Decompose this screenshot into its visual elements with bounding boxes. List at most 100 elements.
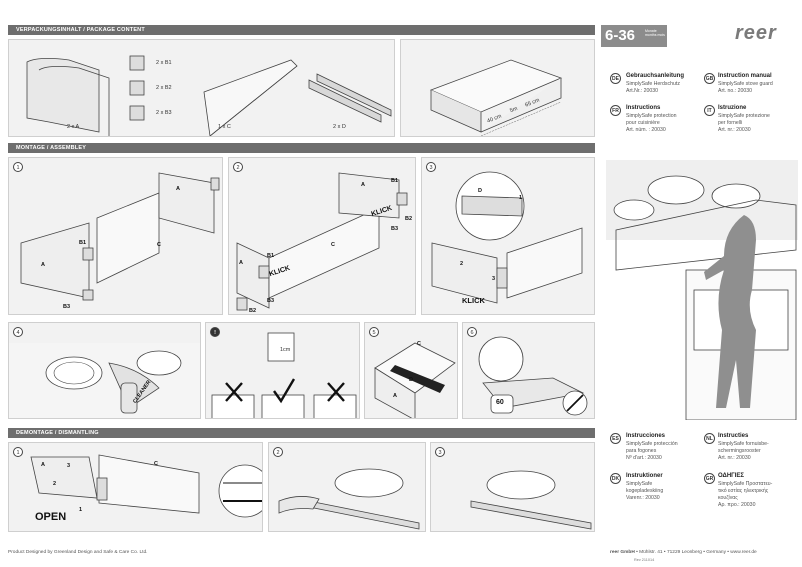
assembly-step-4-number: 4 xyxy=(13,327,23,337)
footer-address: • Mühlstr. 41 • 71229 Leonberg • Germany… xyxy=(634,550,757,555)
lang-title-fr: Instructions xyxy=(626,105,661,111)
part-label-c-s2: C xyxy=(331,242,335,248)
part-label-a2: A xyxy=(176,186,180,192)
part-label-b1-s2b: B1 xyxy=(391,178,399,184)
arrow-num-1-d1: 1 xyxy=(79,507,83,513)
part-label-c-d1: C xyxy=(154,461,158,467)
part-label-b1: B1 xyxy=(79,240,87,246)
lang-code-gr: GR xyxy=(704,473,715,484)
timer-label: 60 xyxy=(496,399,504,406)
assembly-step-5-number: 5 xyxy=(369,327,379,337)
lang-title-de: Gebrauchsanleitung xyxy=(626,73,685,79)
lang-line-es-2: para fogones xyxy=(626,448,657,454)
assembly-step-5-illustration xyxy=(374,342,456,418)
arrow-num-2-d1: 2 xyxy=(53,481,57,487)
part-label-b2-s2: B2 xyxy=(249,308,257,314)
dismantle-step-3-number: 3 xyxy=(435,447,445,457)
part-label-a-s2: A xyxy=(239,260,243,266)
lang-code-dk: DK xyxy=(610,473,621,484)
arrow-num-3-s3: 3 xyxy=(492,276,496,282)
package-panel: 2 x A 2 x B1 2 x B2 2 x B3 1 x C 2 x D xyxy=(8,39,395,137)
lang-title-es: Instrucciones xyxy=(626,433,666,439)
lang-line-gr-4: Αρ. προ.: 20030 xyxy=(718,502,756,508)
age-range: 6-36 xyxy=(605,27,636,44)
lang-line-gr-3: κουζίνας xyxy=(718,495,738,501)
package-label-d: 2 x D xyxy=(333,124,346,130)
lang-line-fr-1: SimplySafe protection xyxy=(626,113,677,119)
lang-line-gr-1: SimplySafe Προστατευ- xyxy=(718,481,773,487)
assembly-step-6-panel: 6 60 xyxy=(462,322,595,419)
lang-code-de: DE xyxy=(610,73,621,84)
assembly-step-4-panel: 4 CLEANER xyxy=(8,322,201,419)
dismantle-step-1-illustration xyxy=(30,454,262,518)
lang-line-dk-3: Varenr.: 20030 xyxy=(626,495,660,501)
dismantle-step-2-panel: 2 xyxy=(268,442,426,532)
package-label-a: 2 x A xyxy=(67,124,80,130)
lang-line-dk-1: SimplySafe xyxy=(626,481,653,487)
lang-code-gb: GB xyxy=(704,73,715,84)
lang-line-nl-3: Art. nr.: 20030 xyxy=(718,455,751,461)
assembly-step-4-illustration xyxy=(9,343,200,418)
lang-line-it-1: SimplySafe protezione xyxy=(718,113,770,119)
lang-line-fr-3: Art. núm. : 20030 xyxy=(626,127,666,133)
assembly-step-3-number: 3 xyxy=(426,162,436,172)
section-header-dismantling: DEMONTAGE / DISMANTLING xyxy=(8,428,595,438)
brand-logo: reer xyxy=(735,22,777,44)
part-label-b1-s2: B1 xyxy=(267,253,275,259)
assembly-step-1-panel: 1 A B1 B3 C A xyxy=(8,157,223,315)
assembly-step-5-panel: 5 C D A xyxy=(364,322,458,419)
lang-code-fr: FR xyxy=(610,105,621,116)
age-subtitle: Monate months mois xyxy=(645,29,665,37)
footer-brand: reer GmbH xyxy=(610,550,635,555)
assembly-step-1-illustration xyxy=(20,172,220,301)
kitchen-scene-illustration xyxy=(606,160,798,420)
footer-left: Product Designed by Greenland Design and… xyxy=(8,550,148,555)
lang-line-dk-2: kogepladeskiing xyxy=(626,488,664,494)
package-label-b3: 2 x B3 xyxy=(156,110,172,116)
dimension-illustration xyxy=(429,59,563,136)
dismantle-step-3-panel: 3 xyxy=(430,442,595,532)
assembly-step-3-panel: 3 D 1 2 3 KLICK xyxy=(421,157,595,315)
part-label-a-s2b: A xyxy=(361,182,365,188)
warning-icon: ! xyxy=(210,327,220,337)
dismantle-step-3-illustration xyxy=(470,470,592,530)
lang-line-gb-1: SimplySafe stove guard xyxy=(718,81,773,87)
lang-line-nl-1: SimplySafe fornuisbe- xyxy=(718,441,769,447)
assembly-warning-illustration xyxy=(211,332,357,418)
languages-bottom: ES Instrucciones SimplySafe protección p… xyxy=(610,433,795,518)
lang-code-nl: NL xyxy=(704,433,715,444)
part-label-a-s5: A xyxy=(393,393,397,399)
lang-code-it: IT xyxy=(704,105,715,116)
assembly-warning-panel: ! 1cm xyxy=(205,322,360,419)
klick-label-3: KLICK xyxy=(462,296,485,305)
arrow-num-3-d1: 3 xyxy=(67,463,71,469)
part-label-a: A xyxy=(41,262,45,268)
package-parts-illustration xyxy=(26,55,392,136)
assembly-step-2-number: 2 xyxy=(233,162,243,172)
age-badge: 6-36 Monate months mois xyxy=(601,25,667,47)
part-label-c-s5: C xyxy=(417,341,421,347)
footer-right: reer GmbH • Mühlstr. 41 • 71229 Leonberg… xyxy=(610,550,757,555)
dismantle-step-2-number: 2 xyxy=(273,447,283,457)
open-label: OPEN xyxy=(35,511,67,523)
package-label-b1: 2 x B1 xyxy=(156,60,172,66)
section-header-assembly: MONTAGE / ASSEMBLEY xyxy=(8,143,595,153)
lang-line-it-2: per fornelli xyxy=(718,120,743,126)
lang-line-es-1: SimplySafe protección xyxy=(626,441,678,447)
lang-line-de-1: SimplySafe Herdschutz xyxy=(626,81,680,87)
assembly-step-6-illustration xyxy=(478,336,588,416)
lang-code-es: ES xyxy=(610,433,621,444)
part-label-c: C xyxy=(157,242,161,248)
lang-title-nl: Instructies xyxy=(718,433,749,439)
arrow-num-2-s3: 2 xyxy=(460,261,464,267)
lang-line-it-3: Art. nr.: 20030 xyxy=(718,127,751,133)
assembly-step-2-panel: 2 KLICK KLICK B1 B1 B2 B2 B3 B3 A A C xyxy=(228,157,416,315)
assembly-step-1-number: 1 xyxy=(13,162,23,172)
child-silhouette xyxy=(704,215,756,408)
part-label-d-s5: D xyxy=(409,377,413,383)
dismantle-step-2-illustration xyxy=(278,468,420,530)
lang-line-de-2: Art.Nr.: 20030 xyxy=(626,88,659,94)
assembly-step-6-number: 6 xyxy=(467,327,477,337)
section-header-package: VERPACKUNGSINHALT / PACKAGE CONTENT xyxy=(8,25,595,35)
kitchen-scene xyxy=(606,160,798,420)
